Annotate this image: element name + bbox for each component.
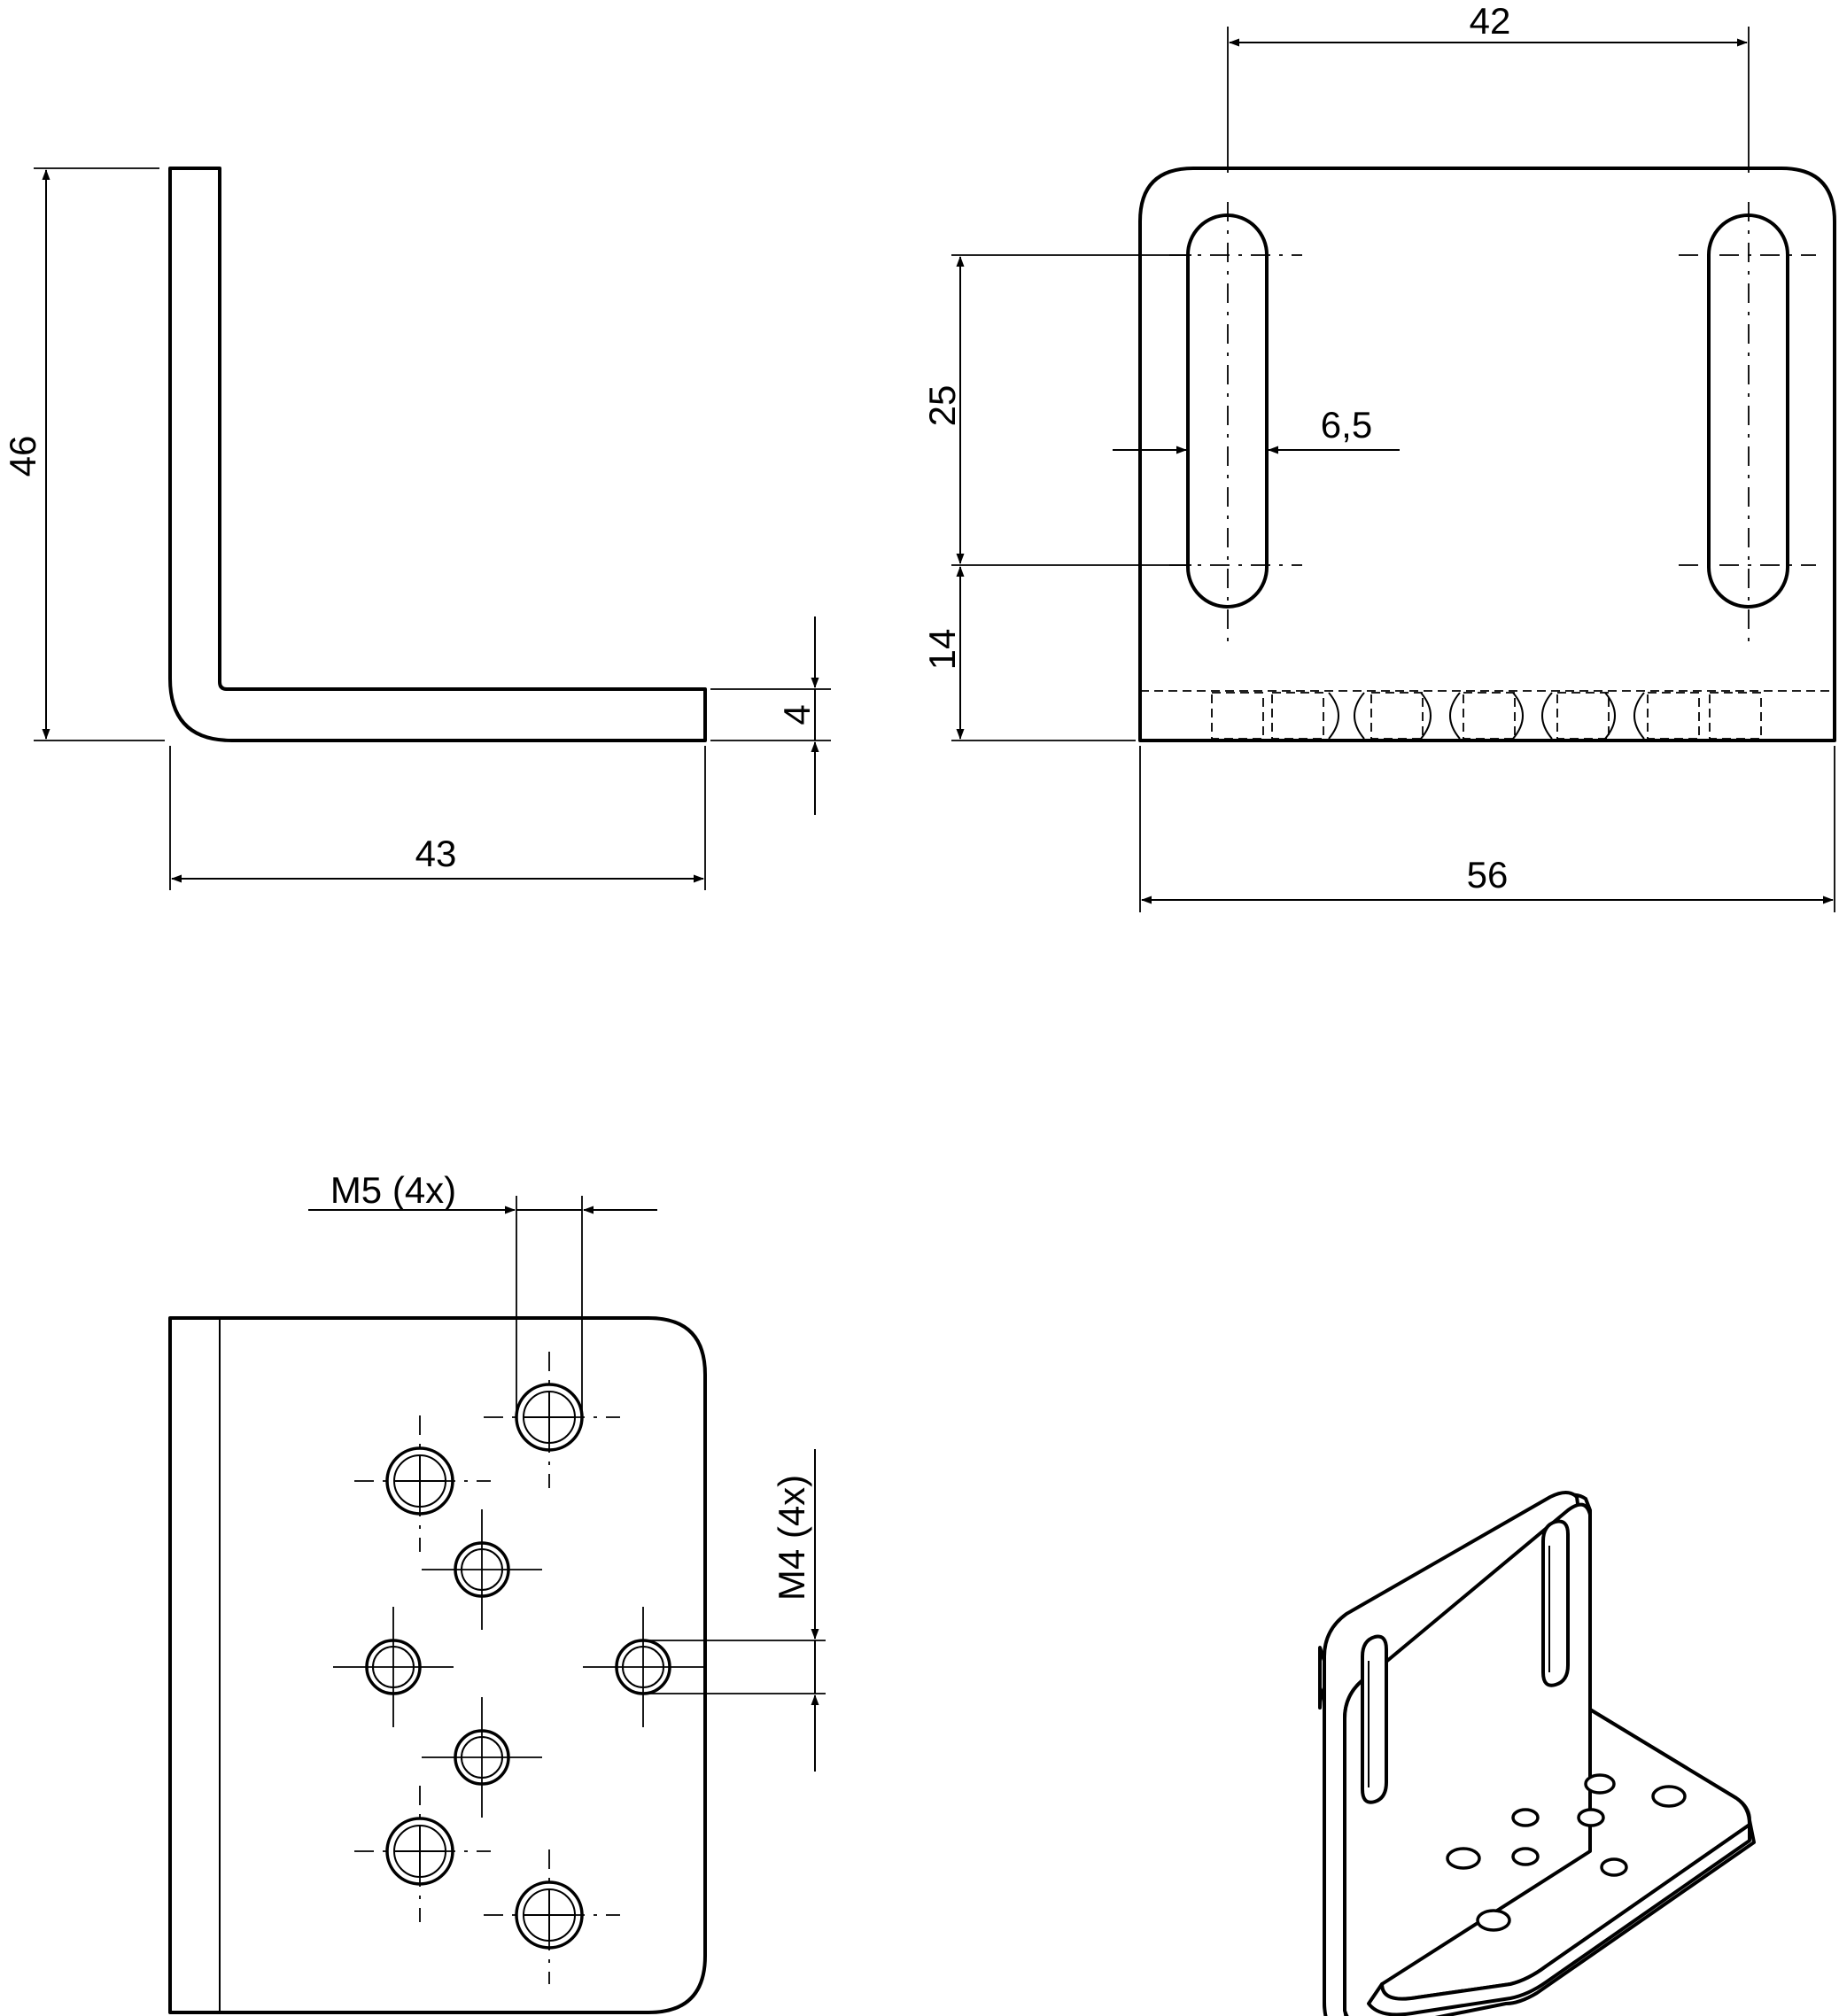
m5-hole — [354, 1786, 491, 1922]
iso-vertical-wall — [1343, 1502, 1592, 2016]
front-plate-outline — [1138, 167, 1836, 742]
height-dimension-label: 46 — [2, 436, 43, 477]
l-profile-outline — [168, 167, 707, 742]
m5-hole — [484, 1849, 620, 1984]
top-view: M5 (4x) M4 (4x) — [168, 1169, 826, 2014]
slot-offset-dimension-label: 14 — [921, 629, 963, 671]
plate-width-dimension-label: 56 — [1467, 854, 1509, 896]
thickness-dimension-label: 4 — [776, 704, 818, 725]
m4-holes-label: M4 (4x) — [771, 1475, 812, 1601]
iso-slot-left — [1361, 1634, 1388, 1804]
m4-hole — [422, 1697, 542, 1818]
m4-hole — [333, 1607, 454, 1727]
base-plate-outline — [168, 1316, 707, 2014]
side-view: 46 43 4 — [2, 167, 831, 890]
slot-travel-dimension-label: 25 — [921, 385, 963, 427]
length-dimension-label: 43 — [415, 833, 457, 874]
slot-spacing-dimension-label: 42 — [1470, 0, 1511, 42]
front-view: 42 25 14 6,5 56 — [921, 0, 1836, 912]
iso-slot-right — [1541, 1519, 1570, 1687]
isometric-view — [1318, 1491, 1756, 2016]
m5-holes-label: M5 (4x) — [330, 1169, 456, 1211]
slot-width-dimension-label: 6,5 — [1321, 404, 1372, 446]
m5-hole — [354, 1415, 491, 1552]
iso-holes — [1446, 1773, 1687, 1932]
hidden-threaded-holes — [1211, 692, 1762, 740]
m4-hole — [422, 1509, 542, 1630]
m4-hole — [583, 1607, 703, 1727]
